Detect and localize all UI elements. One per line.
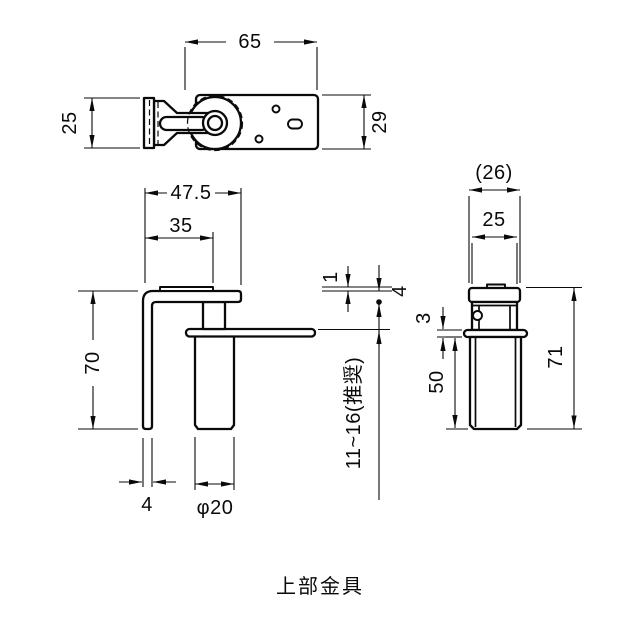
dim-height: 70 (82, 351, 104, 374)
neck-side (201, 300, 227, 331)
hidden-cap-circle (186, 94, 244, 152)
dim-plate-thickness: 4 (389, 285, 411, 297)
dim-body-width: 25 (482, 209, 505, 231)
cylinder-side (193, 334, 236, 431)
dim-clamp-range: 11~16(推奨) (342, 357, 365, 470)
drawing-title: 上部金具 (276, 575, 364, 598)
dim-overall-width: 47.5 (171, 182, 212, 204)
mount-plate-edge (184, 327, 317, 338)
plate-slot-hole (287, 118, 303, 130)
dim-stem-length: 50 (426, 370, 448, 393)
tongue-slot (158, 115, 210, 132)
dim-rib-height: 1 (320, 271, 342, 283)
pivot-hole (206, 114, 224, 132)
rib-side (159, 286, 214, 292)
dim-total-height: 71 (545, 345, 567, 368)
l-bracket (141, 289, 243, 431)
top-view: 65 25 29 (59, 31, 391, 152)
dim-strip-height: 25 (59, 111, 81, 134)
side-view: 47.5 35 70 4 φ20 1 4 11~16 (78, 182, 411, 519)
dim-cylinder-diameter: φ20 (197, 497, 234, 519)
dim-flange-thickness: 3 (413, 312, 435, 324)
dim-tongue-width: 35 (169, 215, 192, 237)
dim-plate-height: 29 (369, 110, 391, 133)
cylinder-front (468, 335, 523, 431)
set-screw-hole (472, 310, 483, 321)
dim-leg-thickness: 4 (141, 494, 153, 516)
dim-top-width: 65 (238, 31, 261, 53)
cap-front (467, 286, 522, 304)
plate-hole-1 (271, 104, 281, 114)
plate-hole-2 (254, 134, 264, 144)
dim-cap-width-ref: (26) (475, 162, 513, 184)
front-view: (26) 25 3 50 71 (413, 162, 582, 431)
